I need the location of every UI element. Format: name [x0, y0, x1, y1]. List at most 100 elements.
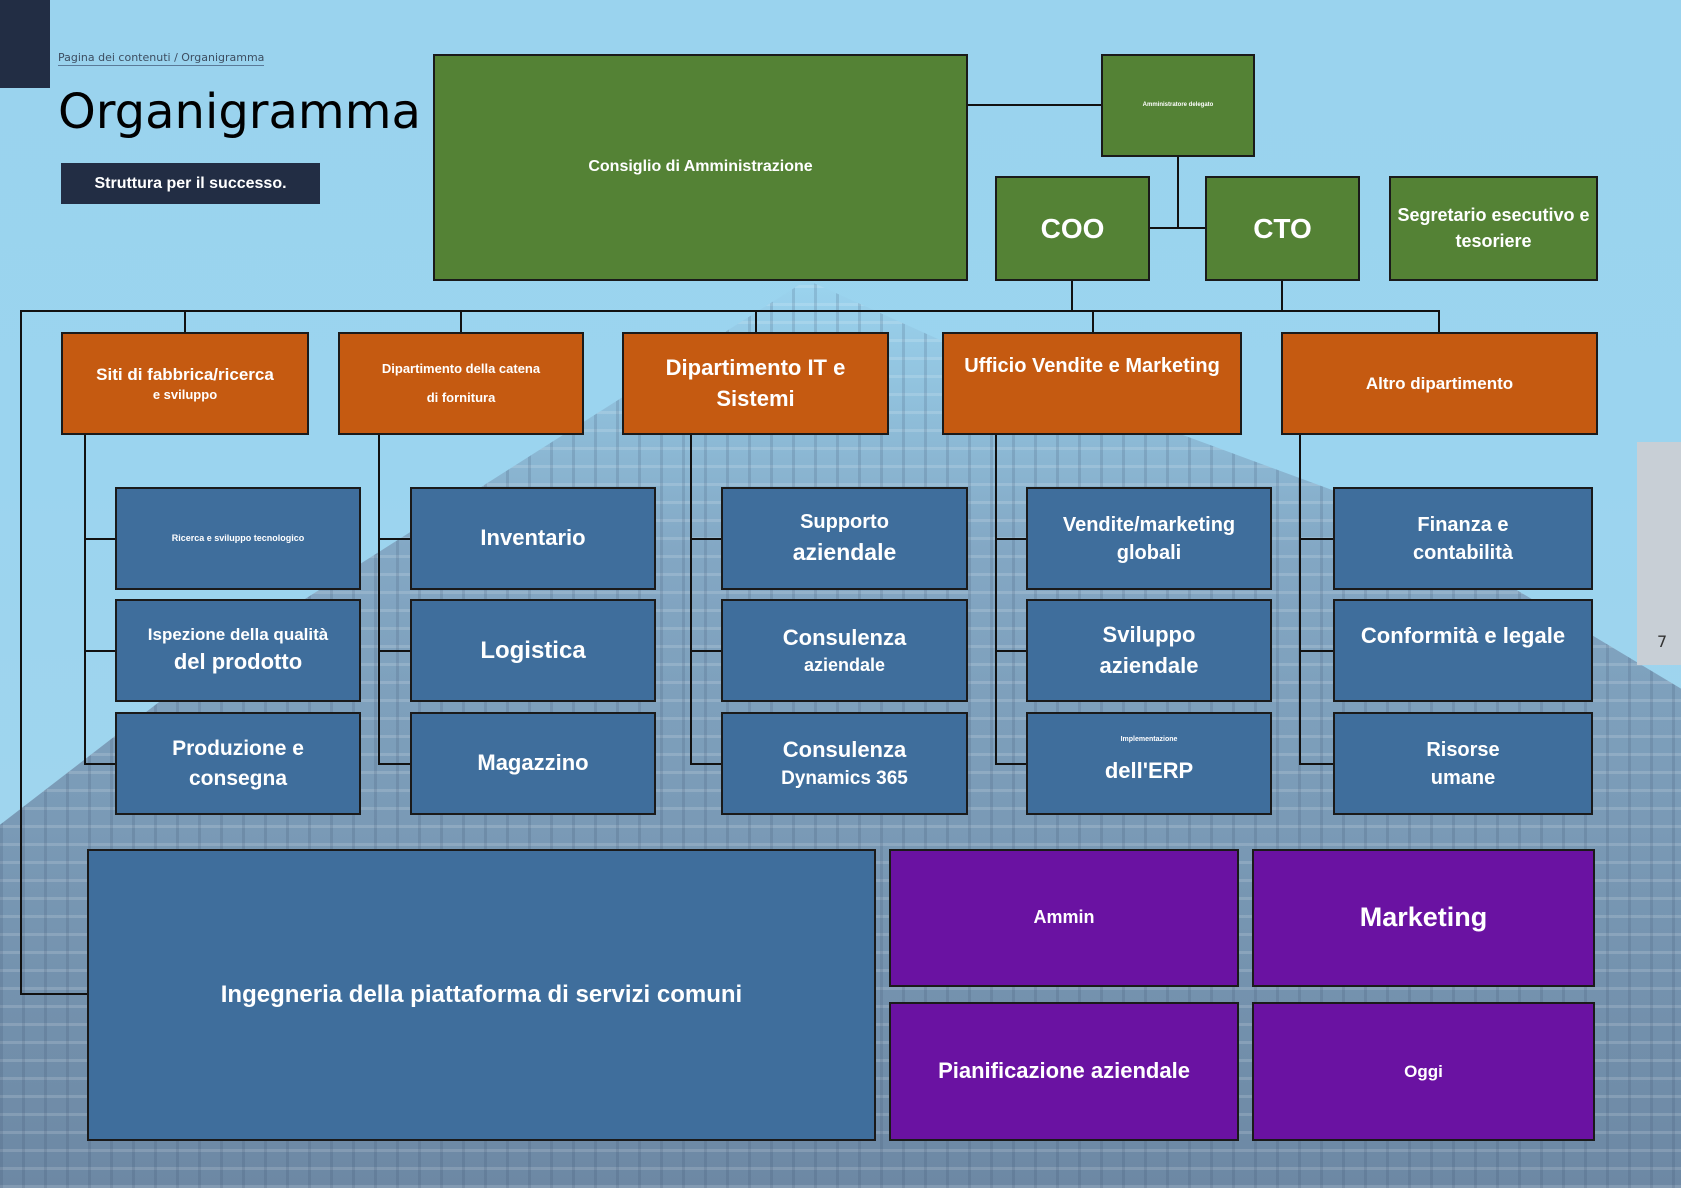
corner-block	[0, 0, 50, 88]
unit-rd-tech[interactable]: Ricerca e sviluppo tecnologico	[115, 487, 361, 590]
unit-inventory[interactable]: Inventario	[410, 487, 656, 590]
unit-label: globali	[1116, 541, 1182, 564]
unit-label: aziendale	[803, 655, 886, 676]
admin-label: Ammin	[1033, 907, 1095, 928]
ceo-box[interactable]: Amministratore delegato	[1101, 54, 1255, 157]
department-label: Altro dipartimento	[1365, 373, 1514, 393]
platform-engineering-box[interactable]: Ingegneria della piattaforma di servizi …	[87, 849, 876, 1141]
marketing-label: Marketing	[1359, 902, 1488, 933]
connector	[690, 650, 721, 652]
unit-logistics[interactable]: Logistica	[410, 599, 656, 702]
connector	[1299, 650, 1333, 652]
unit-label: Conformità e legale	[1360, 623, 1566, 648]
connector	[1299, 538, 1333, 540]
unit-label: Ricerca e sviluppo tecnologico	[171, 533, 305, 544]
department-label: Ufficio Vendite e Marketing	[964, 355, 1220, 377]
unit-global-sales[interactable]: Vendite/marketing globali	[1026, 487, 1272, 590]
platform-label: Ingegneria della piattaforma di servizi …	[220, 981, 743, 1009]
connector	[690, 435, 692, 764]
unit-label: aziendale	[792, 539, 897, 566]
unit-quality[interactable]: Ispezione della qualità del prodotto	[115, 599, 361, 702]
unit-label: Finanza e	[1417, 513, 1509, 536]
unit-hr[interactable]: Risorse umane	[1333, 712, 1593, 815]
unit-production[interactable]: Produzione e consegna	[115, 712, 361, 815]
ceo-label: Amministratore delegato	[1142, 102, 1214, 109]
page-number: 7	[1657, 632, 1668, 651]
unit-business-development[interactable]: Sviluppo aziendale	[1026, 599, 1272, 702]
department-sales[interactable]: Ufficio Vendite e Marketing	[942, 332, 1242, 435]
connector	[1438, 310, 1440, 332]
unit-label: Magazzino	[477, 750, 589, 776]
unit-label: umane	[1430, 766, 1496, 789]
department-label: di fornitura	[426, 389, 496, 405]
connector	[378, 538, 410, 540]
department-label: e sviluppo	[152, 387, 218, 403]
connector	[1150, 227, 1205, 229]
board-box[interactable]: Consiglio di Amministrazione	[433, 54, 968, 281]
unit-label: Vendite/marketing	[1062, 513, 1236, 536]
connector	[378, 435, 380, 764]
unit-label: del prodotto	[173, 649, 303, 674]
unit-business-support[interactable]: Supporto aziendale	[721, 487, 968, 590]
coo-box[interactable]: COO	[995, 176, 1150, 281]
connector	[378, 650, 410, 652]
department-rd-sites[interactable]: Siti di fabbrica/ricerca e sviluppo	[61, 332, 309, 435]
department-other[interactable]: Altro dipartimento	[1281, 332, 1598, 435]
unit-label: Logistica	[480, 636, 586, 664]
connector	[995, 538, 1026, 540]
connector	[20, 310, 22, 995]
connector	[378, 763, 410, 765]
admin-box[interactable]: Ammin	[889, 849, 1239, 987]
unit-label: consegna	[188, 766, 288, 790]
unit-label: aziendale	[1099, 652, 1199, 678]
unit-label: Sviluppo	[1102, 621, 1196, 647]
department-label: Dipartimento IT e	[665, 354, 846, 380]
secretary-box[interactable]: Segretario esecutivo e tesoriere	[1389, 176, 1598, 281]
unit-label: Implementazione	[1120, 735, 1178, 743]
connector	[184, 310, 186, 332]
planning-box[interactable]: Pianificazione aziendale	[889, 1002, 1239, 1141]
today-box[interactable]: Oggi	[1252, 1002, 1595, 1141]
connector	[690, 763, 721, 765]
unit-erp[interactable]: Implementazione dell'ERP	[1026, 712, 1272, 815]
unit-warehouse[interactable]: Magazzino	[410, 712, 656, 815]
unit-label: Produzione e	[172, 737, 304, 761]
department-label: Dipartimento della catena	[381, 360, 541, 376]
subtitle-badge: Struttura per il successo.	[61, 163, 320, 204]
breadcrumb[interactable]: Pagina dei contenuti / Organigramma	[58, 51, 265, 66]
connector	[995, 650, 1026, 652]
connector	[1071, 281, 1073, 311]
page-tab[interactable]: 7	[1637, 442, 1681, 665]
connector	[755, 310, 757, 332]
department-it[interactable]: Dipartimento IT e Sistemi	[622, 332, 889, 435]
marketing-box[interactable]: Marketing	[1252, 849, 1595, 987]
connector	[1092, 310, 1094, 332]
unit-label: Risorse	[1426, 738, 1500, 761]
department-supply-chain[interactable]: Dipartimento della catena di fornitura	[338, 332, 584, 435]
department-label: Siti di fabbrica/ricerca	[96, 364, 274, 384]
connector	[1299, 435, 1301, 764]
unit-label: Inventario	[480, 525, 586, 551]
unit-label: Consulenza	[782, 624, 907, 650]
unit-label: Supporto	[800, 511, 889, 534]
cto-box[interactable]: CTO	[1205, 176, 1360, 281]
connector	[84, 538, 115, 540]
unit-label: dell'ERP	[1104, 758, 1194, 783]
connector	[995, 763, 1026, 765]
connector	[460, 310, 462, 332]
unit-compliance[interactable]: Conformità e legale	[1333, 599, 1593, 702]
cto-label: CTO	[1253, 212, 1312, 244]
connector	[1177, 157, 1179, 228]
unit-label: Ispezione della qualità	[147, 625, 329, 645]
unit-label: Dynamics 365	[781, 767, 908, 789]
department-label: Sistemi	[716, 385, 795, 411]
connector	[1299, 763, 1333, 765]
today-label: Oggi	[1404, 1061, 1443, 1081]
connector	[84, 435, 86, 764]
coo-label: COO	[1040, 212, 1105, 244]
connector	[20, 310, 1440, 312]
connector	[1281, 281, 1283, 311]
unit-business-consulting[interactable]: Consulenza aziendale	[721, 599, 968, 702]
